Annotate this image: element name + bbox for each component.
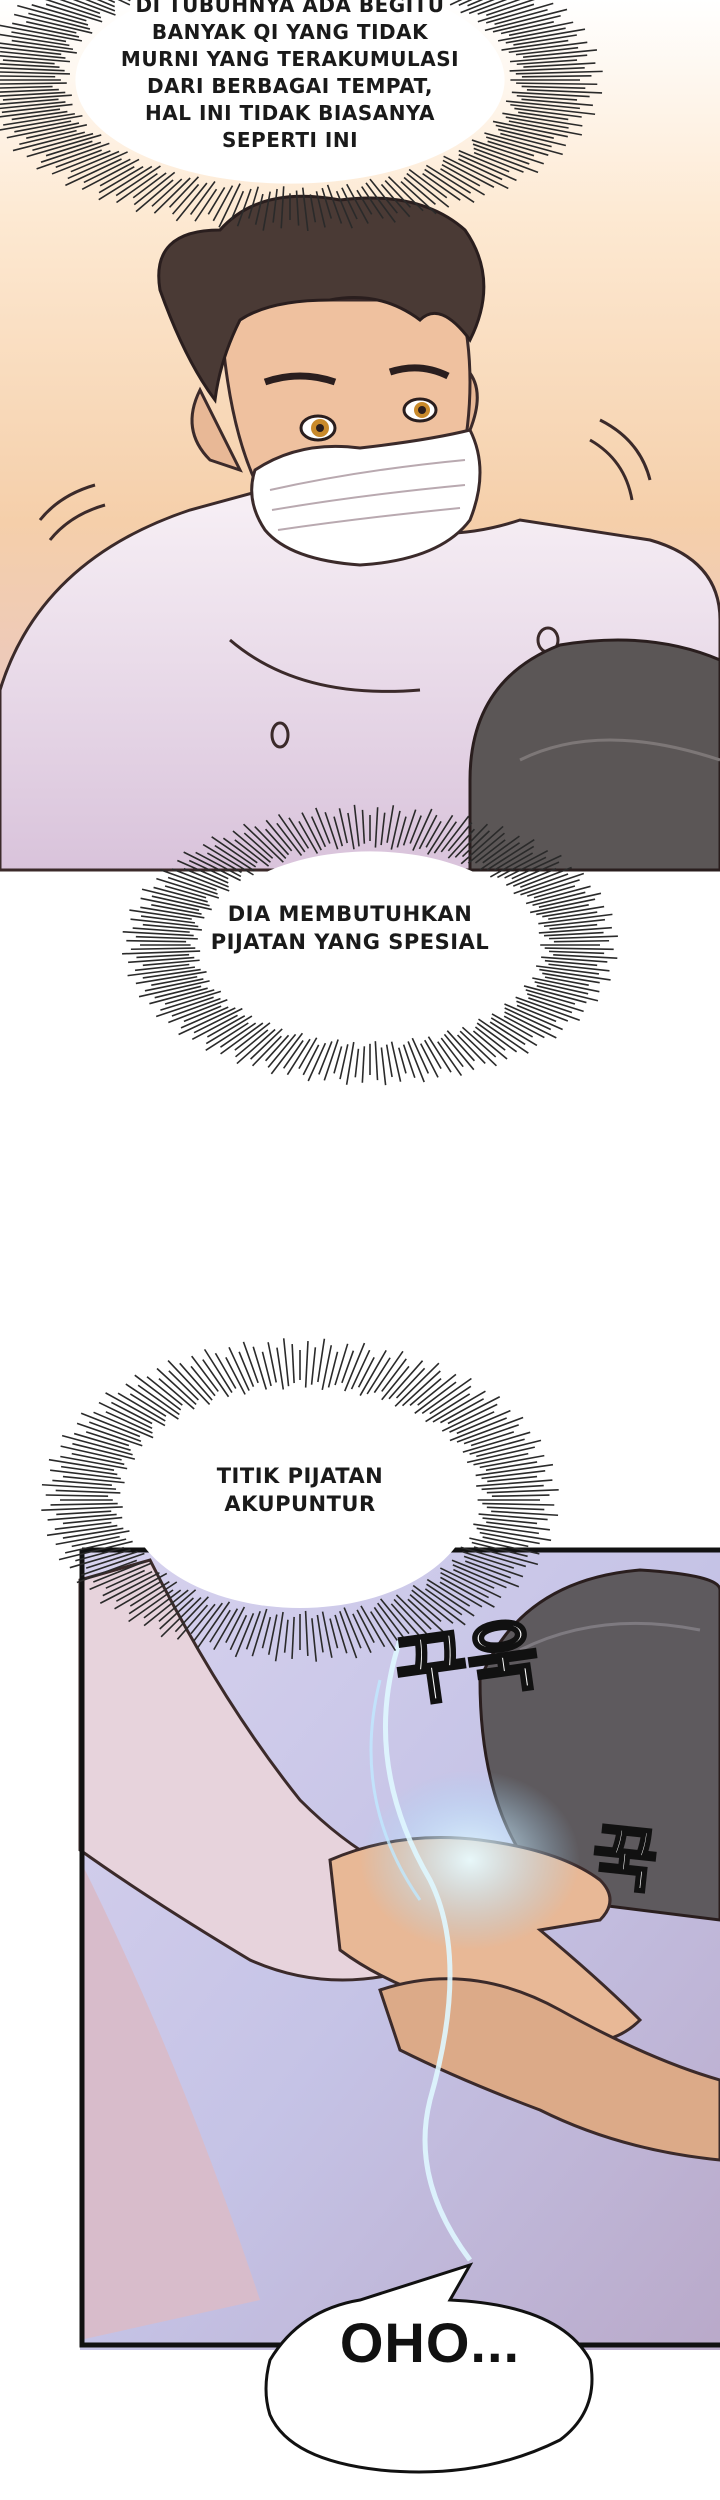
text-line: TITIK PIJATAN [216, 1464, 384, 1488]
spiky-bubble-lower [41, 1338, 559, 1662]
panel-2 [78, 1547, 720, 2350]
sfx-right: 꾹 [588, 1815, 661, 1903]
bubble-text-top: DI TUBUHNYA ADA BEGITU BANYAK QI YANG TI… [60, 0, 520, 154]
bubble-text-bottom: OHO... [339, 2311, 521, 2374]
sfx-left: 꾸욱 [390, 1610, 545, 1719]
spiky-bubble-middle [122, 804, 618, 1086]
text-line: DARI BERBAGAI TEMPAT, [146, 74, 434, 98]
text-line: AKUPUNTUR [224, 1492, 376, 1517]
text-line: HAL INI TIDAK BIASANYA [145, 101, 435, 125]
text-line: DI TUBUHNYA ADA BEGITU [135, 0, 445, 17]
text-line: DIA MEMBUTUHKAN [227, 902, 473, 926]
spiky-bubble-top [0, 0, 603, 232]
text-line: MURNI YANG TERAKUMULASI [120, 47, 460, 71]
bubble-text-lower: TITIK PIJATAN AKUPUNTUR [170, 1462, 430, 1519]
speech-bubble-bottom [264, 2262, 594, 2474]
text-line: PIJATAN YANG SPESIAL [210, 930, 490, 955]
text-line: BANYAK QI YANG TIDAK [151, 20, 429, 44]
bubble-text-middle: DIA MEMBUTUHKAN PIJATAN YANG SPESIAL [180, 900, 520, 957]
text-line: SEPERTI INI [221, 128, 359, 152]
